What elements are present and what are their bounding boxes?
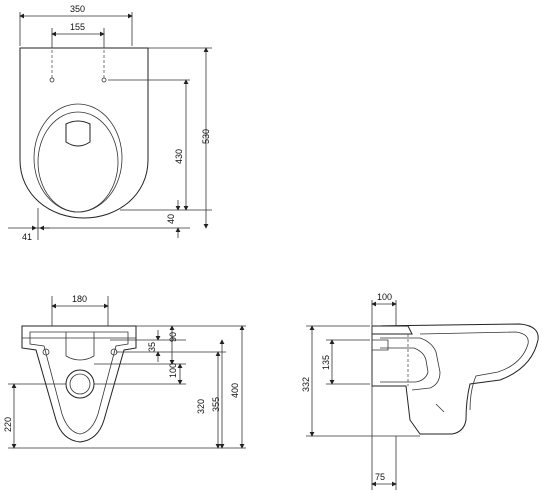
front-view: 180 35 90 100 320 355 400 220 (3, 294, 246, 449)
side-dim-135-label: 135 (321, 355, 331, 370)
top-view-inner-bowl (37, 111, 119, 213)
side-view: 100 75 135 332 (301, 292, 539, 490)
front-view-fixing-left (42, 348, 50, 356)
top-view-fixing-hole-left (49, 77, 55, 83)
dim-400-label: 400 (230, 383, 240, 398)
top-view-bowl-outline (19, 47, 149, 219)
dim-530-label: 530 (201, 129, 211, 144)
top-view-fixing-hole-right (101, 77, 107, 83)
side-dim-75-label: 75 (375, 472, 385, 482)
dim-430-label: 430 (174, 149, 184, 164)
side-view-detail (435, 403, 445, 413)
dim-40-label: 40 (166, 214, 176, 224)
dim-100-label: 100 (168, 363, 178, 378)
side-dim-100-label: 100 (377, 292, 392, 302)
dim-355-label: 355 (211, 397, 221, 412)
dim-180-label: 180 (72, 294, 87, 304)
dim-350-label: 350 (70, 4, 85, 14)
side-view-trap (380, 337, 441, 391)
front-view-outline (21, 325, 137, 443)
side-view-inlet (371, 339, 389, 351)
top-view-drain (65, 120, 91, 147)
top-view-inner-rim (33, 103, 123, 213)
front-view-channel (65, 332, 95, 361)
side-dim-332-label: 332 (301, 377, 311, 392)
side-view-inner-bowl (419, 331, 529, 411)
dim-90-label: 90 (168, 332, 178, 342)
dim-155-label: 155 (70, 22, 85, 32)
front-view-inner (29, 331, 129, 435)
dim-41-label: 41 (22, 232, 32, 242)
side-view-bowl-outline (371, 323, 539, 435)
top-view: 350 155 530 430 40 41 (8, 4, 212, 242)
dim-220-label: 220 (3, 417, 13, 432)
dim-35-label: 35 (147, 342, 157, 352)
side-view-rear-mount (371, 325, 413, 335)
front-view-outlet-inner (69, 373, 91, 395)
dim-320-label: 320 (196, 399, 206, 414)
side-view-trap-inner (380, 347, 429, 383)
